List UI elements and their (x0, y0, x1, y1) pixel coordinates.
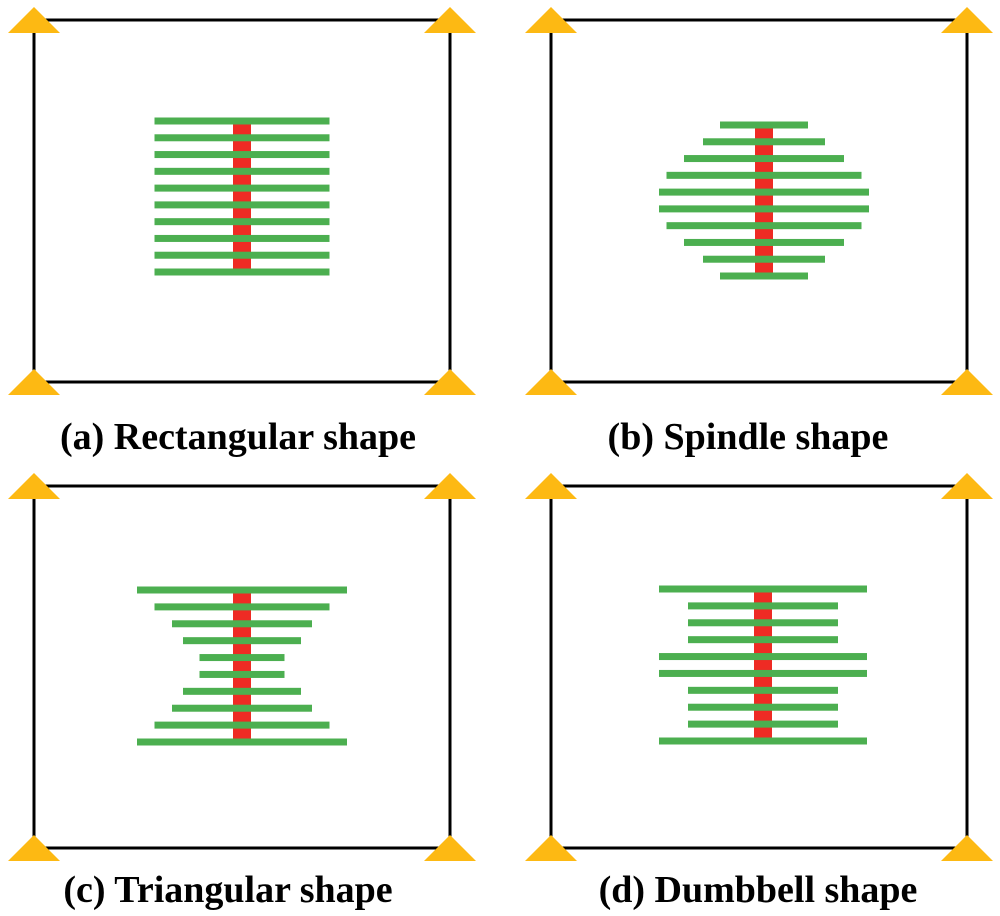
plate-bar (659, 205, 869, 213)
plate-bar (684, 238, 844, 246)
panel-triangular: (c) Triangular shape (8, 473, 476, 911)
plate-stack (659, 121, 869, 280)
support-triangle-icon (525, 835, 577, 861)
plate-bar (688, 720, 838, 728)
plate-bar (137, 738, 347, 746)
plate-bar (154, 184, 330, 192)
plate-stack (137, 586, 347, 746)
supports (8, 7, 476, 395)
plate-bar (703, 138, 825, 146)
caption-dumbbell: (d) Dumbbell shape (599, 869, 918, 911)
frame (549, 18, 969, 384)
plate-bar (154, 117, 330, 125)
support-triangle-icon (525, 369, 577, 395)
plate-bar (688, 619, 838, 627)
caption-spindle: (b) Spindle shape (608, 416, 889, 458)
supports (525, 7, 993, 395)
frame (32, 484, 452, 850)
panel-rectangular: (a) Rectangular shape (8, 7, 476, 458)
plate-bar (154, 251, 330, 259)
plate-bar (154, 268, 330, 276)
supports (525, 473, 993, 861)
plate-bar (659, 669, 867, 677)
plate-bar (720, 272, 808, 280)
plate-bar (183, 687, 301, 695)
plate-bar (154, 167, 330, 175)
core-bar (233, 123, 251, 272)
support-triangle-icon (525, 473, 577, 499)
caption-rectangular: (a) Rectangular shape (60, 416, 416, 458)
support-triangle-icon (941, 473, 993, 499)
plate-bar (684, 155, 844, 163)
support-triangle-icon (8, 473, 60, 499)
support-triangle-icon (941, 835, 993, 861)
plate-bar (154, 603, 330, 611)
core-bar (233, 592, 251, 742)
plate-bar (137, 586, 347, 594)
plate-bar (172, 704, 312, 712)
support-triangle-icon (525, 7, 577, 33)
support-triangle-icon (424, 473, 476, 499)
support-triangle-icon (8, 835, 60, 861)
support-triangle-icon (424, 835, 476, 861)
plate-bar (659, 737, 867, 745)
supports (8, 473, 476, 861)
panel-spindle: (b) Spindle shape (525, 7, 993, 458)
plate-bar (688, 703, 838, 711)
plate-bar (154, 721, 330, 729)
core-bar (755, 127, 773, 276)
frame (549, 484, 969, 850)
plate-bar (688, 602, 838, 610)
plate-bar (154, 201, 330, 209)
plate-bar (659, 585, 867, 593)
plate-bar (154, 151, 330, 159)
plate-bar (688, 686, 838, 694)
support-triangle-icon (941, 7, 993, 33)
plate-stack (154, 117, 330, 276)
plate-bar (199, 654, 285, 662)
plate-bar (666, 222, 862, 230)
plate-bar (688, 636, 838, 644)
core-bar (754, 591, 772, 741)
caption-triangular: (c) Triangular shape (63, 869, 392, 911)
plate-stack (659, 585, 867, 745)
support-triangle-icon (8, 369, 60, 395)
frame (32, 18, 452, 384)
plate-bar (154, 234, 330, 242)
plate-bar (703, 255, 825, 263)
support-triangle-icon (8, 7, 60, 33)
support-triangle-icon (424, 369, 476, 395)
plate-bar (199, 670, 285, 678)
plate-bar (183, 637, 301, 645)
plate-bar (172, 620, 312, 628)
plate-bar (720, 121, 808, 129)
plate-bar (666, 171, 862, 179)
plate-bar (659, 653, 867, 661)
support-triangle-icon (941, 369, 993, 395)
panel-dumbbell: (d) Dumbbell shape (525, 473, 993, 911)
plate-bar (154, 218, 330, 226)
plate-bar (659, 188, 869, 196)
plate-bar (154, 134, 330, 142)
support-triangle-icon (424, 7, 476, 33)
